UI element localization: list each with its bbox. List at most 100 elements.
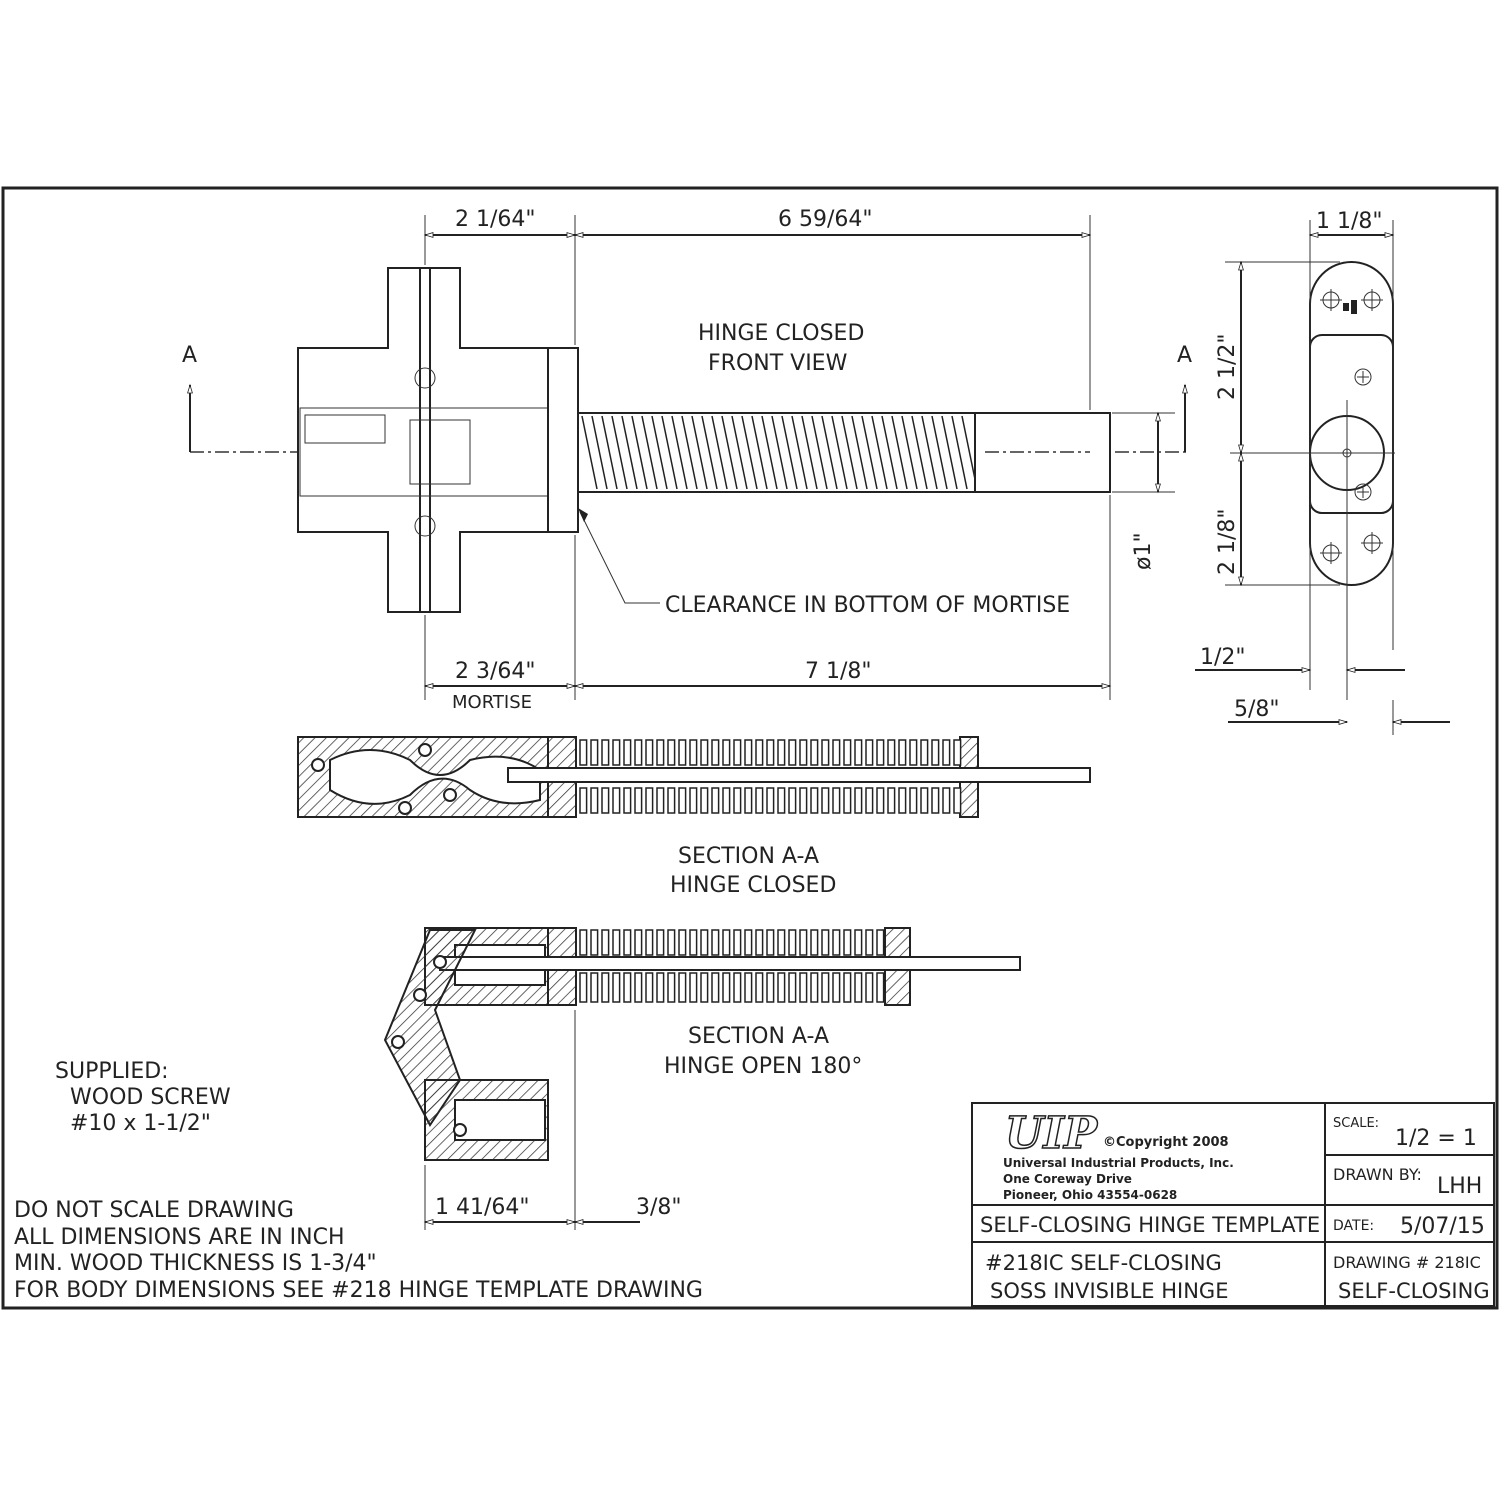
- supplied-line1: WOOD SCREW: [70, 1085, 231, 1110]
- note-line: MIN. WOOD THICKNESS IS 1-3/4": [14, 1251, 377, 1276]
- section-open-rod: [439, 956, 1021, 971]
- spring-coil: [701, 415, 718, 490]
- spring-coil: [821, 739, 830, 766]
- spring-coil: [700, 972, 709, 1003]
- spring-coil: [623, 972, 632, 1003]
- spring-coil: [843, 929, 852, 956]
- spring-coil: [579, 972, 588, 1003]
- spring-coil: [656, 739, 665, 766]
- spring-coil: [832, 739, 841, 766]
- scale-label: SCALE:: [1333, 1116, 1379, 1131]
- spring-coil: [651, 415, 668, 490]
- spring-coil: [612, 739, 621, 766]
- spring-coil: [733, 929, 742, 956]
- spring-coil: [591, 415, 608, 490]
- scale-value: 1/2 = 1: [1395, 1126, 1477, 1151]
- supplied-heading: SUPPLIED:: [55, 1059, 169, 1084]
- spring-coil: [612, 972, 621, 1003]
- spring-coil: [887, 787, 896, 814]
- spring-coil: [678, 787, 687, 814]
- spring-coil: [941, 415, 958, 490]
- spring-coil: [942, 787, 951, 814]
- spring-coil: [931, 787, 940, 814]
- spring-coil: [661, 415, 678, 490]
- product-line1: #218IC SELF-CLOSING: [985, 1251, 1222, 1275]
- spring-coil: [799, 787, 808, 814]
- spring-coil: [711, 415, 728, 490]
- spring-coil: [921, 415, 938, 490]
- spring-coil: [788, 929, 797, 956]
- spring-coil: [611, 415, 628, 490]
- dim-offset-five-eighths: 5/8": [1234, 697, 1280, 722]
- spring-coil: [821, 415, 838, 490]
- front-view: A A HINGE CLOSED FRONT VIEW 2 1/64" 6 59…: [182, 207, 1192, 713]
- spring-coil: [671, 415, 688, 490]
- spring-coil: [953, 739, 962, 766]
- sheet-border: [1, 186, 1499, 1310]
- spring-coil: [843, 972, 852, 1003]
- spring-coil: [733, 787, 742, 814]
- drawing-number-value: SELF-CLOSING: [1338, 1279, 1490, 1303]
- spring-coil: [799, 972, 808, 1003]
- spring-coil: [755, 972, 764, 1003]
- dim-side-upper: 2 1/2": [1215, 333, 1240, 400]
- spring-coil: [744, 739, 753, 766]
- product-line2: SOSS INVISIBLE HINGE: [990, 1279, 1228, 1303]
- spring-coil: [953, 787, 962, 814]
- spring-coil: [656, 972, 665, 1003]
- spring-coil: [700, 787, 709, 814]
- spring-coil: [851, 415, 868, 490]
- spring-coil: [631, 415, 648, 490]
- spring-coil: [590, 929, 599, 956]
- spring-coil: [777, 972, 786, 1003]
- spring-coil: [634, 972, 643, 1003]
- spring-coil: [951, 415, 968, 490]
- spring-coil: [722, 739, 731, 766]
- spring-coil: [612, 929, 621, 956]
- drawn-by-value: LHH: [1437, 1174, 1482, 1199]
- spring-coil: [810, 972, 819, 1003]
- dim-bottom-right: 7 1/8": [805, 659, 872, 684]
- company-address1: One Coreway Drive: [1003, 1172, 1132, 1186]
- side-view: 1 1/8" 2 1/2" 2 1/8" 1/2" 5/8": [1195, 209, 1450, 735]
- uip-logo: UIP: [1005, 1108, 1099, 1159]
- hinge-body: [297, 267, 549, 613]
- spring-coil: [678, 972, 687, 1003]
- spring-coil: [711, 972, 720, 1003]
- spring-coil: [689, 972, 698, 1003]
- spring-coil: [722, 787, 731, 814]
- spring-coil: [876, 787, 885, 814]
- spring-coil: [590, 972, 599, 1003]
- spring-coil: [711, 787, 720, 814]
- spring-coil: [667, 787, 676, 814]
- supplied-line2: #10 x 1-1/2": [70, 1111, 211, 1136]
- template-title: SELF-CLOSING HINGE TEMPLATE: [980, 1213, 1320, 1237]
- spring-coil: [641, 415, 658, 490]
- spring-coil: [799, 739, 808, 766]
- dim-open-left: 1 41/64": [435, 1195, 530, 1220]
- section-open-title1: SECTION A-A: [688, 1024, 829, 1049]
- section-closed-title2: HINGE CLOSED: [670, 873, 836, 898]
- spring-coil: [865, 787, 874, 814]
- section-closed-spring: [579, 739, 962, 814]
- spring-coil: [751, 415, 768, 490]
- section-marker-left: A: [182, 343, 197, 368]
- spring-coil: [667, 739, 676, 766]
- spring-coil: [579, 787, 588, 814]
- spring-coil: [612, 787, 621, 814]
- spring-coil: [689, 739, 698, 766]
- spring-coil: [777, 929, 786, 956]
- spring-coil: [733, 972, 742, 1003]
- spring-coil: [911, 415, 928, 490]
- spring-coil: [590, 739, 599, 766]
- section-closed-title1: SECTION A-A: [678, 844, 819, 869]
- copyright: ©Copyright 2008: [1103, 1135, 1229, 1150]
- spring-coil: [761, 415, 778, 490]
- dim-top-left: 2 1/64": [455, 207, 536, 232]
- spring-coil: [601, 739, 610, 766]
- spring-coil: [700, 929, 709, 956]
- spring-coil: [854, 739, 863, 766]
- spring-coil: [843, 787, 852, 814]
- spring-coil: [722, 929, 731, 956]
